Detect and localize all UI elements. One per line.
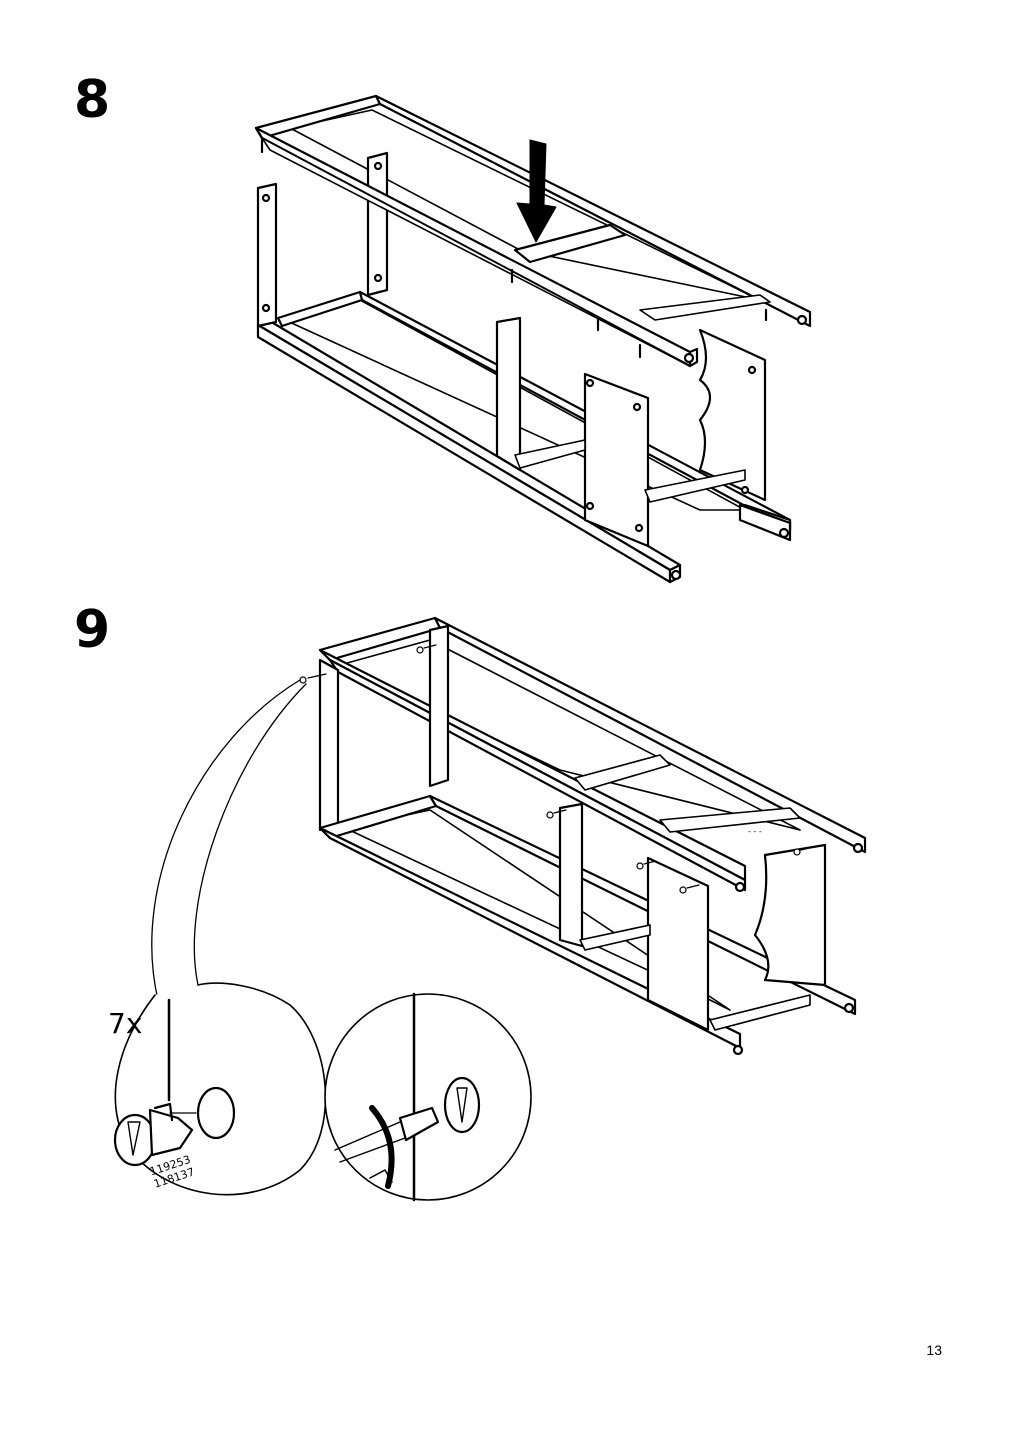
step-8-illustration [254, 94, 812, 584]
quantity-label: 7x [108, 1007, 142, 1040]
page-number: 13 [926, 1342, 942, 1358]
step-8-number: 8 [74, 70, 111, 130]
step-9-illustration: - - - [113, 616, 867, 1202]
svg-text:- - -: - - - [748, 827, 762, 836]
step-9-number: 9 [74, 600, 111, 660]
